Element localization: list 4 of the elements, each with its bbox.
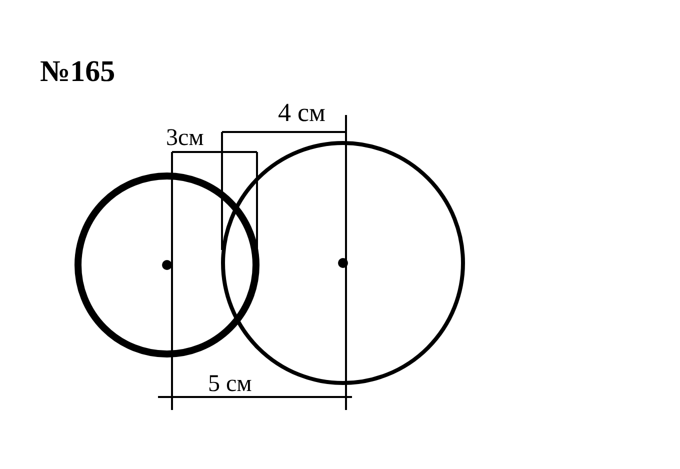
dimension-label: 3см [166, 126, 204, 150]
dimension-label: 4 см [278, 100, 326, 126]
problem-number: №165 [40, 57, 116, 87]
dimension-label: 5 см [208, 372, 252, 396]
